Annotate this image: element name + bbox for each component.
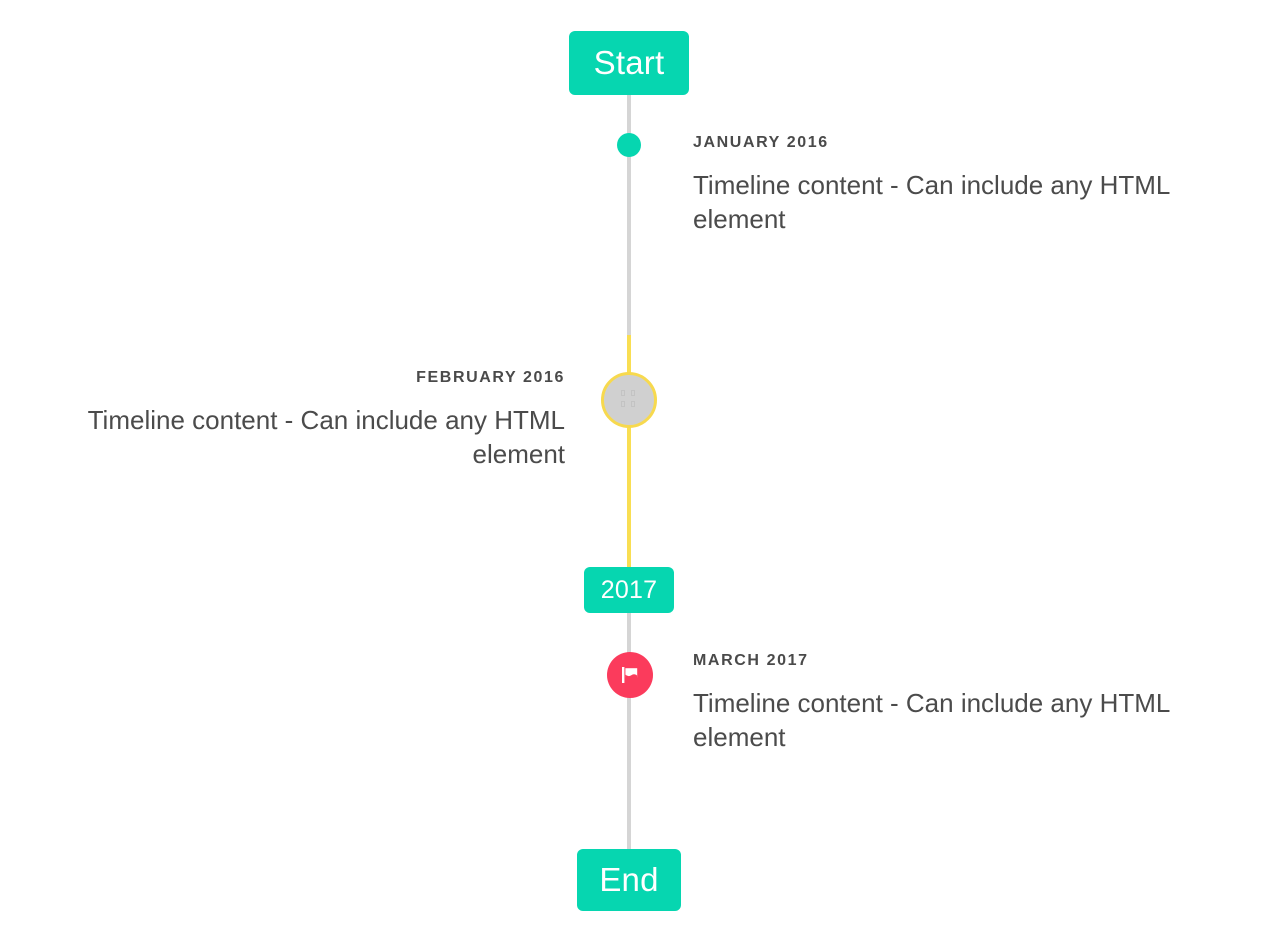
timeline-entry-january-2016: JANUARY 2016 Timeline content - Can incl…	[693, 134, 1223, 237]
timeline-end-badge[interactable]: End	[577, 849, 681, 911]
timeline-rail-segment-top	[627, 94, 631, 335]
timeline-entry-body: Timeline content - Can include any HTML …	[87, 405, 565, 470]
timeline-entry-february-2016: FEBRUARY 2016 Timeline content - Can inc…	[35, 369, 565, 472]
flag-icon	[622, 667, 638, 683]
timeline-rail-segment-bottom	[627, 612, 631, 852]
timeline-rail-segment-highlighted	[627, 335, 631, 567]
timeline-entry-title: MARCH 2017	[693, 652, 809, 669]
timeline-marker-flag-icon[interactable]	[607, 652, 653, 698]
timeline-marker-broken-image-icon[interactable]	[601, 372, 657, 428]
timeline-entry-body: Timeline content - Can include any HTML …	[693, 170, 1170, 235]
timeline-start-badge[interactable]: Start	[569, 31, 689, 95]
timeline-entry-march-2017: MARCH 2017 Timeline content - Can includ…	[693, 652, 1223, 755]
broken-image-icon	[620, 390, 638, 410]
timeline-marker-dot-icon[interactable]	[617, 133, 641, 157]
timeline-entry-body: Timeline content - Can include any HTML …	[693, 688, 1170, 753]
timeline-year-badge[interactable]: 2017	[584, 567, 674, 613]
timeline-entry-title: JANUARY 2016	[693, 134, 829, 151]
timeline-entry-title: FEBRUARY 2016	[416, 369, 565, 386]
